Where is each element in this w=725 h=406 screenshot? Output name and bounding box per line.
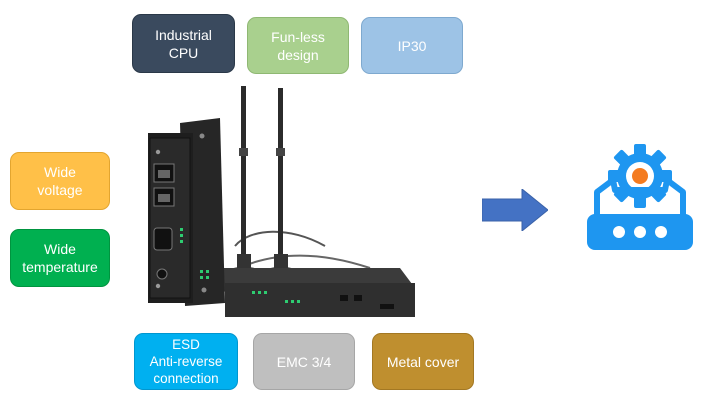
feature-label: IP30 xyxy=(397,37,427,54)
router-settings-icon xyxy=(587,144,693,250)
feature-label: Fun-less design xyxy=(271,28,325,63)
feature-emc: EMC 3/4 xyxy=(253,333,355,390)
feature-label: Industrial CPU xyxy=(155,26,212,61)
feature-label: Wide temperature xyxy=(22,241,98,275)
feature-wide-voltage: Wide voltage xyxy=(10,152,110,210)
feature-label: Wide voltage xyxy=(37,164,83,198)
feature-ip30: IP30 xyxy=(361,17,463,74)
feature-industrial-cpu: Industrial CPU xyxy=(132,14,235,73)
feature-metal-cover: Metal cover xyxy=(372,333,474,390)
right-arrow-icon xyxy=(482,189,548,231)
feature-label: ESD Anti-reverse connection xyxy=(149,337,223,386)
feature-label: EMC 3/4 xyxy=(276,353,332,370)
feature-label: Metal cover xyxy=(386,353,460,370)
feature-wide-temperature: Wide temperature xyxy=(10,229,110,287)
feature-esd-anti-reverse: ESD Anti-reverse connection xyxy=(134,333,238,390)
feature-fanless-design: Fun-less design xyxy=(247,17,349,74)
industrial-router-photo xyxy=(148,86,415,317)
